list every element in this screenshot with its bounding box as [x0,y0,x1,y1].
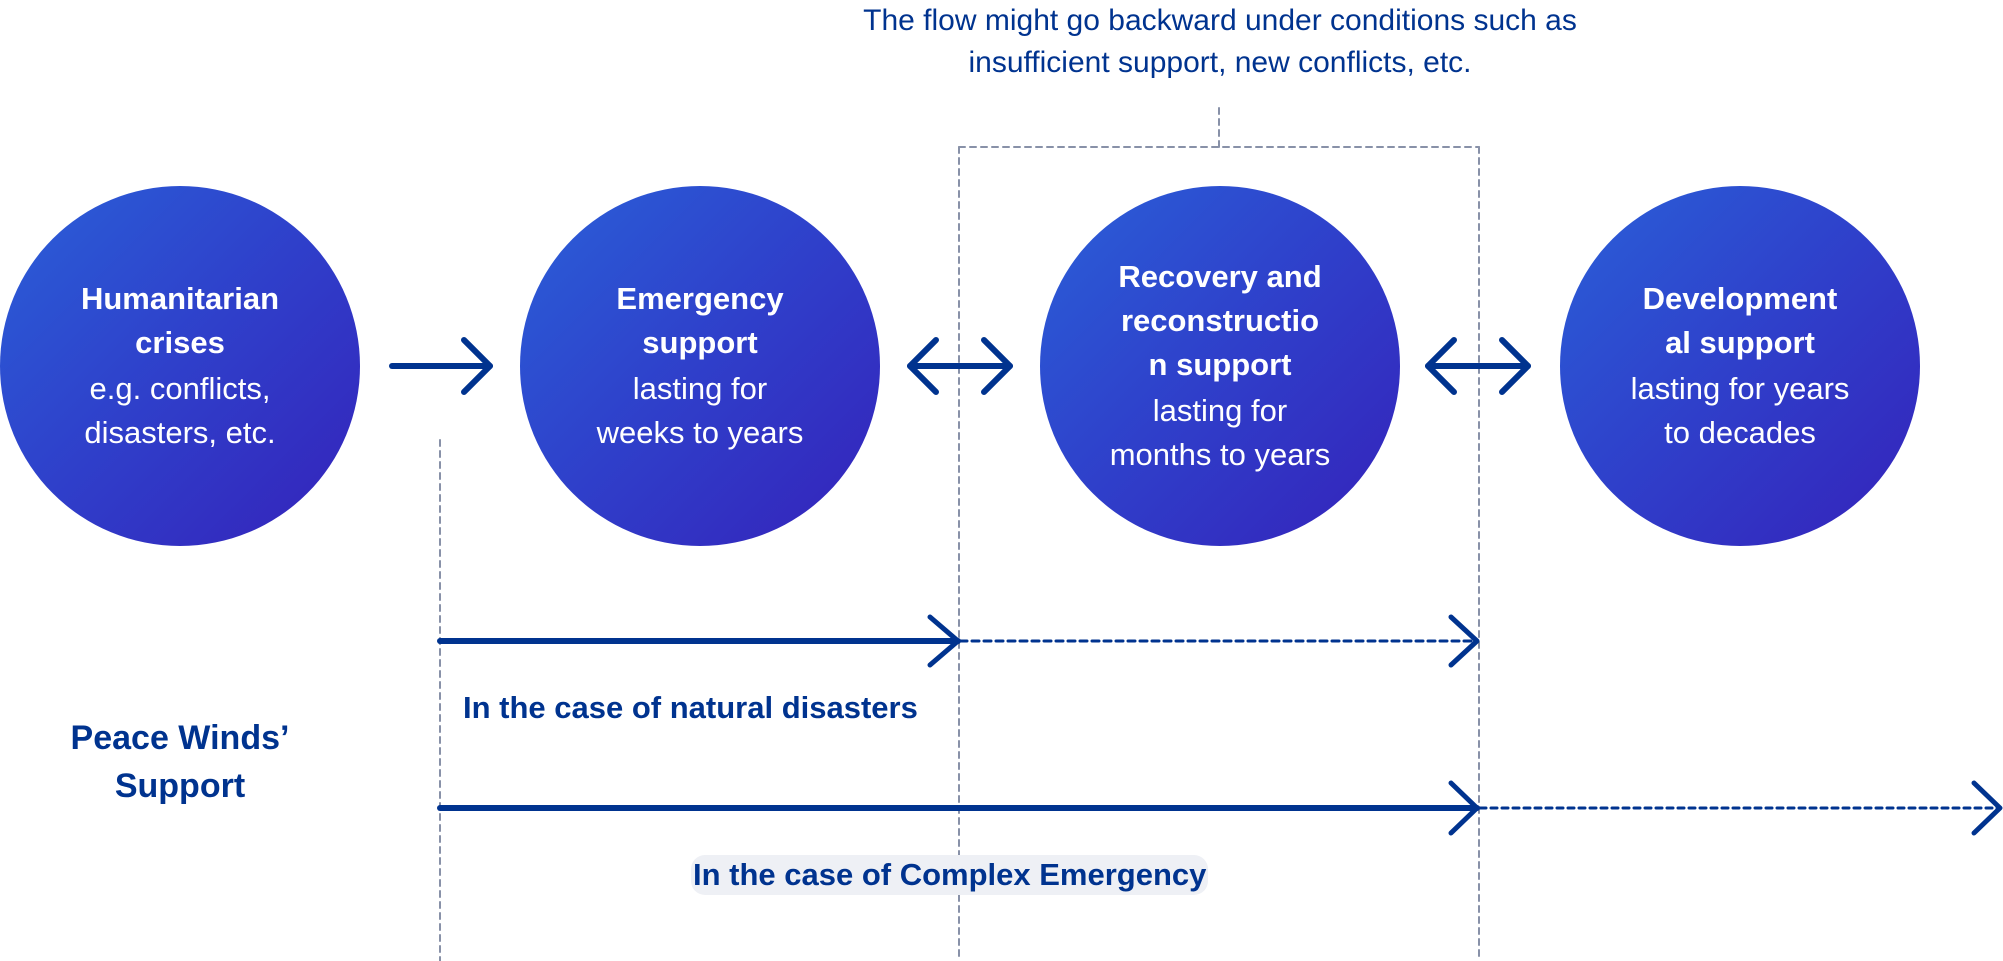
complex-emergency-arrow [437,780,2003,836]
complex-emergency-label: In the case of Complex Emergency [691,855,1209,895]
stage-development-support: Development al support lasting for years… [1560,186,1920,546]
note-line-1: The flow might go backward under conditi… [863,4,1577,37]
stage-subtitle: lasting for weeks to years [596,371,804,450]
arrow-right-icon [389,337,493,395]
backward-flow-note: The flow might go backward under conditi… [820,0,1620,84]
note-line-2: insufficient support, new conflicts, etc… [968,46,1472,79]
double-arrow-icon [1425,337,1531,395]
stage-title: Recovery and reconstructio n support [1118,259,1322,382]
stage-subtitle: lasting for years to decades [1630,371,1850,450]
stage-subtitle: e.g. conflicts, disasters, etc. [84,371,276,450]
stage-title: Humanitarian crises [80,281,280,360]
double-arrow-icon [907,337,1013,395]
stage-humanitarian-crises: Humanitarian crises e.g. conflicts, disa… [0,186,360,546]
peace-winds-support-heading: Peace Winds’ Support [70,719,290,805]
natural-disasters-arrow [437,614,1480,668]
stage-subtitle: lasting for months to years [1109,393,1331,472]
natural-disasters-label: In the case of natural disasters [463,690,918,725]
stage-emergency-support: Emergency support lasting for weeks to y… [520,186,880,546]
stage-recovery-reconstruction: Recovery and reconstructio n support las… [1040,186,1400,546]
stage-title: Development al support [1642,281,1838,360]
stage-title: Emergency support [616,281,784,360]
